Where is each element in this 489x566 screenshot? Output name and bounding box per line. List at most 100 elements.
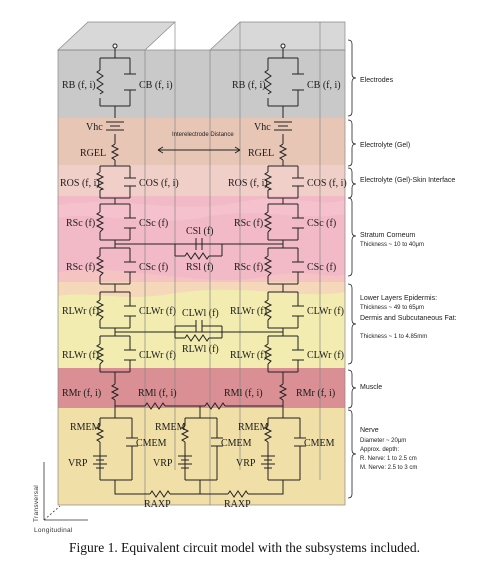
capacitor-csi-lateral <box>195 238 203 250</box>
capacitor-clw-left-1 <box>124 305 136 317</box>
layer-label-muscle: Muscle <box>360 384 382 391</box>
label-rlw-right-1: RLWr (f) <box>230 306 267 317</box>
label-rmem-3: RMEM <box>238 422 269 433</box>
resistor-rmr-right <box>278 383 288 401</box>
battery-vrp-3 <box>261 455 275 469</box>
layer-note-lower-layers: Thickness ~ 49 to 65μm <box>360 305 424 311</box>
resistor-rmem-2 <box>180 425 190 443</box>
label-clw-left-1: CLWr (f) <box>139 306 176 317</box>
label-rlw-left-2: RLWr (f) <box>62 350 99 361</box>
label-cos-left: COS (f, i) <box>139 178 179 189</box>
component-labels: RB (f, i) CB (f, i) RB (f, i) CB (f, i) … <box>60 80 347 510</box>
orientation-axes: Transversal Longitudinal <box>33 462 88 534</box>
label-rb-right: RB (f, i) <box>232 80 266 91</box>
axis-label-longitudinal: Longitudinal <box>34 527 73 534</box>
layer-note-dermis: Thickness ~ 1 to 4.85mm <box>360 334 427 340</box>
capacitor-csc-right-1 <box>292 217 304 229</box>
box-outlines <box>57 21 346 506</box>
label-rmr-left: RMr (f, i) <box>62 388 101 399</box>
resistor-rlw-right-1 <box>263 299 273 321</box>
label-rb-left: RB (f, i) <box>62 80 96 91</box>
band-muscle <box>58 368 345 408</box>
resistor-rb-left <box>96 69 104 95</box>
layer-labels: Electrodes Electrolyte (Gel) Electrolyte… <box>360 77 457 471</box>
label-csc-right-1: CSc (f) <box>307 218 336 229</box>
resistor-rlw-left-2 <box>95 343 105 365</box>
band-electrolyte-skin-interface <box>58 165 345 196</box>
resistor-rlwi-lateral <box>174 332 223 342</box>
label-ros-left: ROS (f, i) <box>60 178 100 189</box>
depth-axis-line <box>43 505 61 521</box>
label-clwi: CLWl (f) <box>182 308 219 319</box>
capacitor-clw-right-1 <box>292 305 304 317</box>
capacitor-clw-left-2 <box>124 349 136 361</box>
layer-brackets <box>347 39 357 499</box>
band-electrolyte-gel <box>58 118 345 165</box>
capacitor-clwi-lateral <box>174 320 223 332</box>
resistor-rb-right <box>264 69 272 95</box>
capacitor-cos-right <box>292 177 304 187</box>
resistor-ros-left <box>95 171 105 191</box>
layer-note-nerve-2: Approx. depth: <box>360 447 399 453</box>
label-rml-right: RMl (f, i) <box>224 388 263 399</box>
axis-label-transversal: Transversal <box>33 485 40 522</box>
capacitor-cmem-3 <box>294 437 306 447</box>
label-rsi: RSl (f) <box>186 262 214 273</box>
label-clw-right-2: CLWr (f) <box>307 350 344 361</box>
label-rsc-left-2: RSc (f) <box>66 262 95 273</box>
label-csi: CSl (f) <box>186 226 214 237</box>
capacitor-cmem-1 <box>126 437 138 447</box>
label-csc-left-2: CSc (f) <box>139 262 168 273</box>
label-clw-left-2: CLWr (f) <box>139 350 176 361</box>
layer-note-nerve-4: M. Nerve: 2.5 to 3 cm <box>360 465 417 471</box>
layer-label-electrolyte-skin-interface: Electrolyte (Gel)-Skin Interface <box>360 177 455 184</box>
capacitor-cb-right <box>292 73 304 91</box>
resistor-rmem-3 <box>263 425 273 443</box>
label-rlw-left-1: RLWr (f) <box>62 306 99 317</box>
label-cmem-3: CMEM <box>304 438 335 449</box>
capacitor-csc-left-2 <box>124 261 136 273</box>
label-rgel-left: RGEL <box>80 148 106 159</box>
label-rmr-right: RMr (f, i) <box>296 388 335 399</box>
band-electrodes <box>58 50 345 118</box>
resistor-rmem-1 <box>95 425 105 443</box>
resistor-rml-right <box>204 402 226 410</box>
capacitor-cos-left <box>124 177 136 187</box>
resistor-rgel-left <box>110 143 120 161</box>
label-ros-right: ROS (f, i) <box>228 178 268 189</box>
layer-note-nerve-1: Diameter ~ 20μm <box>360 438 406 444</box>
layer-label-lower-layers: Lower Layers Epidermis: <box>360 295 437 302</box>
circuit-elements <box>93 69 306 498</box>
label-rsc-right-2: RSc (f) <box>234 262 263 273</box>
label-cmem-2: CMEM <box>221 438 252 449</box>
resistor-raxp-2 <box>227 490 249 498</box>
capacitor-cmem-2 <box>211 437 223 447</box>
resistor-rsc-right-2 <box>263 255 273 277</box>
label-vrp-2: VRP <box>153 458 173 469</box>
label-cb-left: CB (f, i) <box>139 80 173 91</box>
layer-label-dermis: Dermis and Subcutaneous Fat: <box>360 315 457 322</box>
band-nerve <box>58 408 345 505</box>
label-vrp-1: VRP <box>68 458 88 469</box>
resistor-rml-left <box>144 402 166 410</box>
label-rlw-right-2: RLWr (f) <box>230 350 267 361</box>
layer-note-nerve-3: R. Nerve: 1 to 2.5 cm <box>360 456 417 462</box>
label-vrp-3: VRP <box>236 458 256 469</box>
label-rmem-2: RMEM <box>155 422 186 433</box>
tissue-layer-bands <box>58 50 345 505</box>
label-clw-right-1: CLWr (f) <box>307 306 344 317</box>
layer-note-stratum-corneum: Thickness ~ 10 to 40μm <box>360 242 424 248</box>
resistor-rgel-right <box>278 143 288 161</box>
label-raxp-1: RAXP <box>144 499 171 510</box>
capacitor-csc-left-1 <box>124 217 136 229</box>
label-csc-right-2: CSc (f) <box>307 262 336 273</box>
label-rgel-right: RGEL <box>248 148 274 159</box>
label-rml-left: RMl (f, i) <box>138 388 177 399</box>
resistor-raxp-1 <box>149 490 171 498</box>
label-csc-left-1: CSc (f) <box>139 218 168 229</box>
label-rsc-right-1: RSc (f) <box>234 218 263 229</box>
capacitor-csc-right-2 <box>292 261 304 273</box>
resistor-rsc-left-1 <box>95 211 105 233</box>
label-cmem-1: CMEM <box>136 438 167 449</box>
